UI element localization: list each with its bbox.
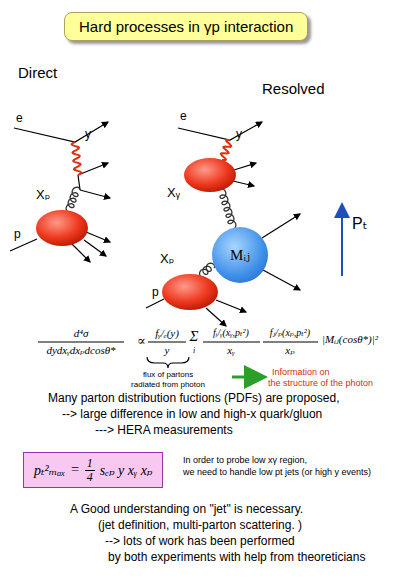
formula-part: 4	[87, 471, 93, 484]
parton-label: Xₚ	[36, 188, 50, 203]
formula-part: pₜ²ₘₐₓ	[34, 462, 65, 479]
body-text: Many parton distribution fuctions (PDFs)…	[48, 392, 339, 406]
note-text: Information on	[272, 367, 330, 377]
formula-part: dydxᵧdxₚdcosθ*	[46, 344, 115, 357]
panel-label: Direct	[18, 64, 57, 81]
body-text: --> lots of work has been performed	[105, 535, 295, 549]
note-text: flux of partons	[143, 370, 193, 379]
particle-label: p	[152, 286, 159, 300]
formula-part: xₚ	[285, 344, 294, 357]
gluon-coil	[218, 189, 236, 231]
formula-part: d⁴σ	[74, 327, 89, 340]
formula-part: fᵧ/ₑ(y)	[155, 327, 179, 340]
body-text: ---> HERA measurements	[95, 424, 233, 438]
note-text: the structure of the photon	[268, 378, 373, 388]
formula-part: i	[193, 346, 195, 355]
panel-label: Resolved	[262, 80, 325, 97]
formula-part: |Mᵢⱼ(cosθ*)|²	[322, 333, 378, 346]
axis-label: Pₜ	[352, 215, 367, 233]
photon-wave	[221, 140, 231, 160]
photon-wave	[72, 142, 82, 175]
formula-part: =	[70, 462, 79, 478]
parton-label: Xᵧ	[167, 186, 180, 201]
formula-part: fⱼ/ₚ(xₚ,pₜ²)	[270, 327, 310, 339]
body-text: (jet definition, multi-parton scattering…	[98, 519, 302, 533]
gluon-coil	[66, 187, 80, 213]
particle-label: y	[85, 128, 91, 142]
particle-label: e	[16, 112, 23, 126]
title-box: Hard processes in γp interaction	[64, 12, 308, 41]
title-text: Hard processes in γp interaction	[79, 18, 293, 35]
formula-part: sₑₚ y xᵧ xₚ	[100, 462, 153, 479]
particle-label: p	[14, 228, 21, 242]
matrix-element-circle: Mᵢⱼ	[212, 227, 268, 283]
gluon-coil	[200, 263, 215, 277]
body-text: --> large difference in low and high-x q…	[62, 408, 322, 422]
particle-label: y	[236, 128, 242, 142]
fraction: 14	[85, 457, 95, 483]
formula-part: y	[165, 344, 170, 357]
body-text: A Good understanding on "jet" is necessa…	[70, 503, 303, 517]
side-note: we need to handle low pt jets (or high y…	[183, 467, 371, 477]
particle-label: e	[180, 110, 187, 124]
parton-label: Xₚ	[160, 252, 174, 267]
body-text: by both experiments with help from theor…	[108, 551, 365, 565]
formula-part: ∝	[137, 334, 146, 349]
formula-part: xᵧ	[227, 344, 234, 357]
note-text: radiated from photon	[131, 380, 205, 389]
formula-part: 1	[85, 457, 95, 471]
formula-part: fᵢ/ᵧ(xᵧ,pₜ²)	[213, 327, 249, 339]
formula-box: pₜ²ₘₐₓ = 14 sₑₚ y xᵧ xₚ	[23, 452, 163, 488]
side-note: In order to probe low xγ region,	[183, 455, 307, 465]
node-text: Mᵢⱼ	[230, 246, 250, 264]
formula-part: Σ	[190, 328, 199, 345]
